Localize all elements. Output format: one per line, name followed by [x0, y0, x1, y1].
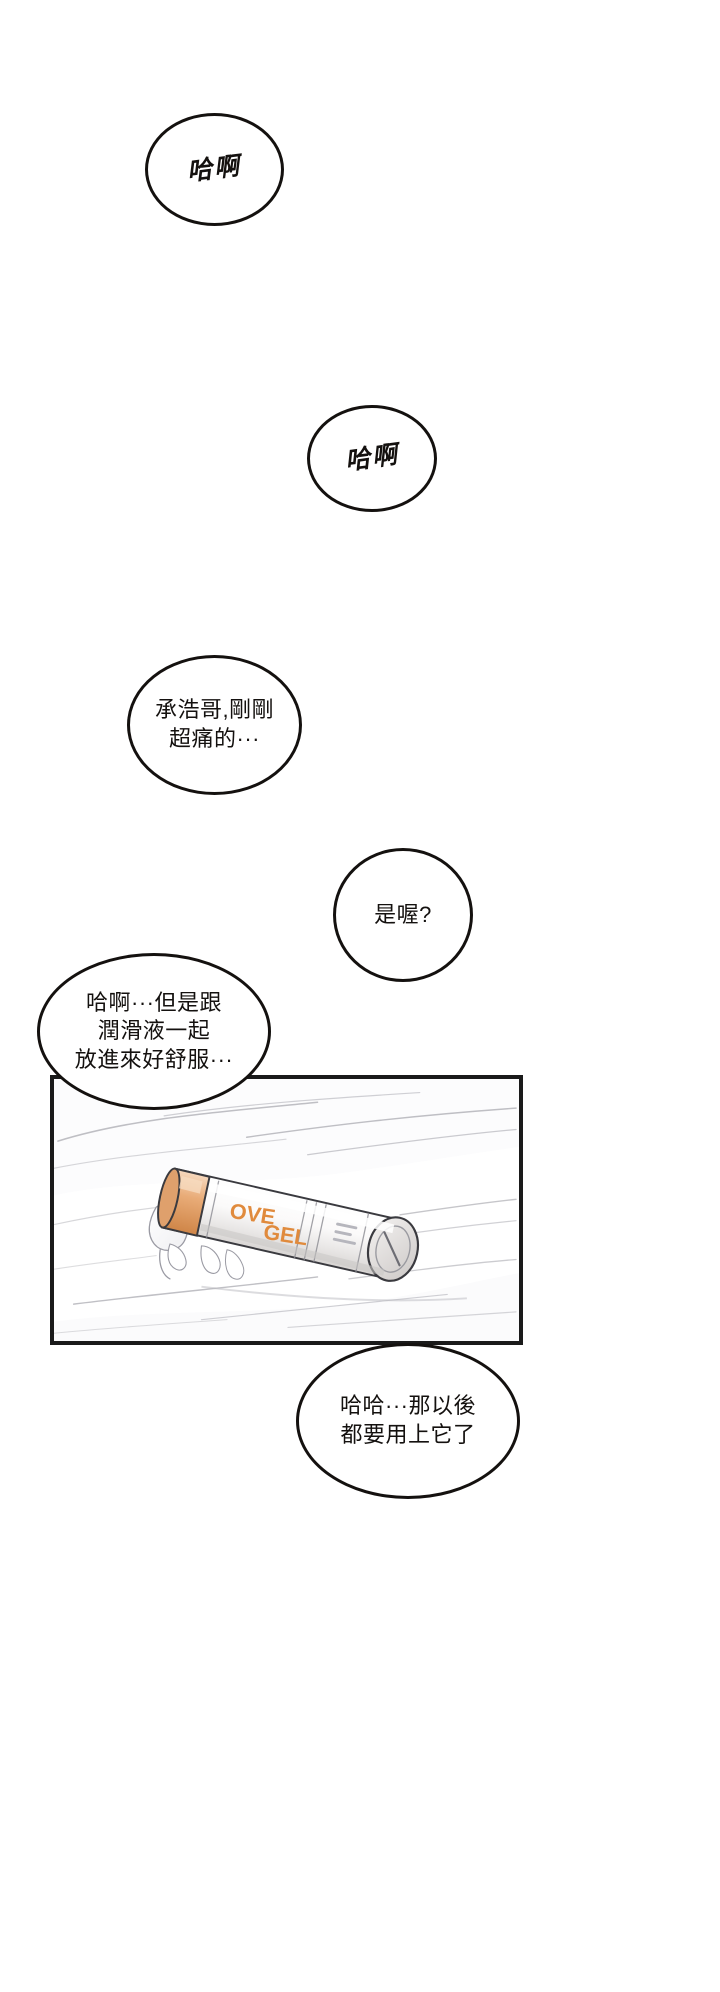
sheet-shade-bottom: [54, 1273, 519, 1341]
lube-bottle: OVE GEL: [157, 1167, 420, 1282]
speech-bubble-5: 哈啊···但是跟 潤滑液一起 放進來好舒服···: [37, 953, 271, 1110]
speech-bubble-1: 哈啊: [145, 113, 284, 226]
sheet-fold-lines: [54, 1092, 517, 1334]
speech-bubble-4-text: 是喔?: [374, 901, 432, 927]
speech-bubble-2: 哈啊: [307, 405, 437, 512]
speech-bubble-6: 哈哈···那以後 都要用上它了: [296, 1343, 520, 1499]
gel-drip: [159, 1249, 171, 1280]
speech-bubble-2-text: 哈啊: [343, 440, 401, 476]
bedsheet-illustration: OVE GEL: [54, 1079, 519, 1341]
speech-bubble-5-text: 哈啊···但是跟 潤滑液一起 放進來好舒服···: [74, 989, 234, 1072]
speech-bubble-6-text: 哈哈···那以後 都要用上它了: [340, 1393, 476, 1447]
bottle-fine-print: [332, 1222, 358, 1245]
art-panel-lube-bottle: OVE GEL: [50, 1075, 523, 1345]
speech-bubble-1-text: 哈啊: [185, 152, 243, 187]
speech-bubble-3-text: 承浩哥,剛剛 超痛的···: [154, 697, 275, 751]
bottle-shadow: [201, 1285, 467, 1302]
speech-bubble-3: 承浩哥,剛剛 超痛的···: [127, 655, 302, 795]
cap-nozzle-end: [157, 1167, 181, 1229]
speech-bubble-4: 是喔?: [333, 848, 473, 982]
